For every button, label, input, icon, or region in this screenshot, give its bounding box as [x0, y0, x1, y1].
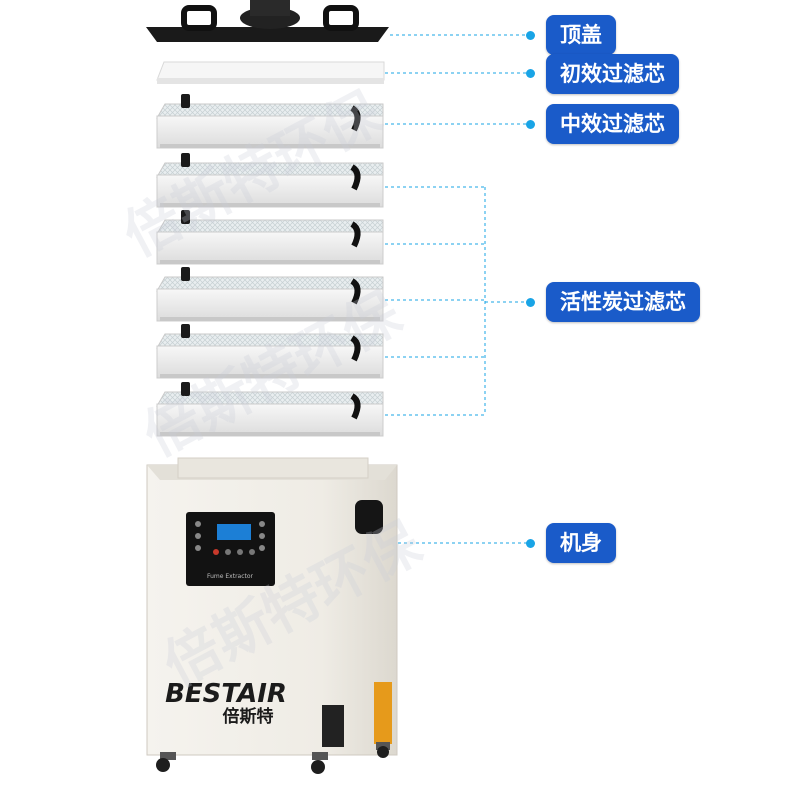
leader-dot: [526, 120, 535, 129]
handle-icon: [181, 94, 190, 108]
brand-logo: BESTAIR: [165, 679, 287, 709]
handle-icon: [350, 105, 361, 132]
leader-dot: [526, 539, 535, 548]
label-primary-filter: 初效过滤芯: [546, 54, 679, 94]
carbon-filter-tray: [156, 324, 384, 379]
handle-icon: [181, 267, 190, 281]
filter-trays: [156, 94, 384, 437]
top-cover: [146, 0, 389, 42]
label-body: 机身: [546, 523, 616, 563]
handle-icon: [350, 164, 361, 191]
control-panel-icon: Fume Extractor: [186, 512, 275, 586]
leader-dot: [526, 31, 535, 40]
label-carbon-filter: 活性炭过滤芯: [546, 282, 700, 322]
label-medium-filter: 中效过滤芯: [546, 104, 679, 144]
carbon-filter-tray: [156, 267, 384, 322]
carbon-filter-tray: [156, 153, 384, 208]
handle-icon: [181, 210, 190, 224]
medium-filter-tray: [156, 94, 384, 149]
carbon-filter-tray: [156, 382, 384, 437]
panel-caption: Fume Extractor: [207, 573, 254, 580]
handle-icon: [181, 382, 190, 396]
brand-logo-cn: 倍斯特: [223, 706, 274, 727]
primary-filter-pad: [156, 61, 385, 84]
handle-icon: [350, 278, 361, 305]
handle-icon: [181, 153, 190, 167]
handle-icon: [350, 393, 361, 420]
leader-dot: [526, 298, 535, 307]
handle-icon: [350, 221, 361, 248]
machine-body: Fume Extractor BESTAIR 倍斯特: [146, 457, 398, 774]
leader-dot: [526, 69, 535, 78]
leader-lines: [385, 34, 530, 544]
caster-icon: [156, 742, 390, 774]
handle-icon: [181, 324, 190, 338]
label-top-cover: 顶盖: [546, 15, 616, 55]
handle-icon: [350, 335, 361, 362]
carbon-filter-tray: [156, 210, 384, 265]
